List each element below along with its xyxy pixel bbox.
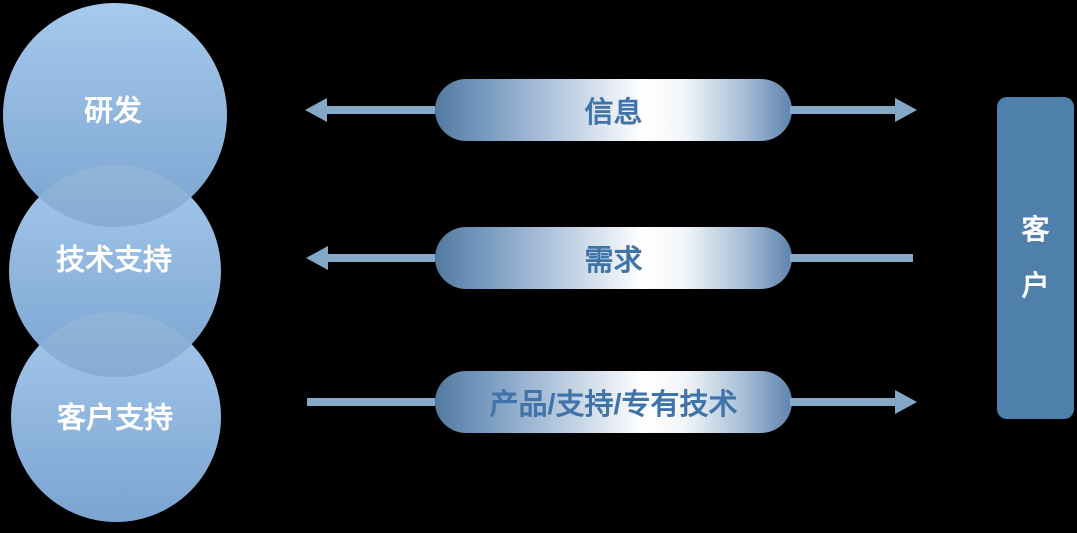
arrow-shaft — [327, 106, 435, 114]
flow-info-left-arrow — [305, 98, 435, 122]
circle-rd — [3, 3, 227, 227]
flow-pill-demand: 需求 — [435, 227, 792, 289]
flow-product-left-line — [307, 398, 435, 406]
flow-pill-info: 信息 — [435, 79, 792, 141]
flow-info-right-arrow — [790, 98, 917, 122]
flow-pill-product: 产品/支持/专有技术 — [435, 371, 792, 433]
arrow-shaft — [790, 106, 895, 114]
arrowhead-left-icon — [306, 246, 328, 270]
arrowhead-left-icon — [305, 98, 327, 122]
arrow-shaft — [328, 254, 435, 262]
customer-box: 客 户 — [997, 97, 1074, 419]
arrowhead-right-icon — [895, 98, 917, 122]
circle-label-rd: 研发 — [84, 95, 142, 128]
arrow-shaft — [790, 398, 895, 406]
customer-char-bottom: 户 — [1021, 270, 1050, 301]
org-circles-cluster: 研发 技术支持 客户支持 — [3, 3, 227, 522]
flow-demand-right-line — [790, 254, 913, 262]
customer-char-top: 客 — [1021, 214, 1050, 245]
circle-label-tech-support: 技术支持 — [56, 244, 172, 277]
circle-customer-support — [11, 312, 221, 522]
flow-product-right-arrow — [790, 390, 917, 414]
arrowhead-right-icon — [895, 390, 917, 414]
flow-label-info: 信息 — [584, 97, 643, 129]
flow-label-demand: 需求 — [584, 245, 643, 277]
circle-tech-support — [9, 165, 221, 377]
flow-demand-left-arrow — [306, 246, 435, 270]
flow-label-product: 产品/支持/专有技术 — [489, 389, 738, 421]
circle-label-customer-support: 客户支持 — [57, 401, 173, 435]
